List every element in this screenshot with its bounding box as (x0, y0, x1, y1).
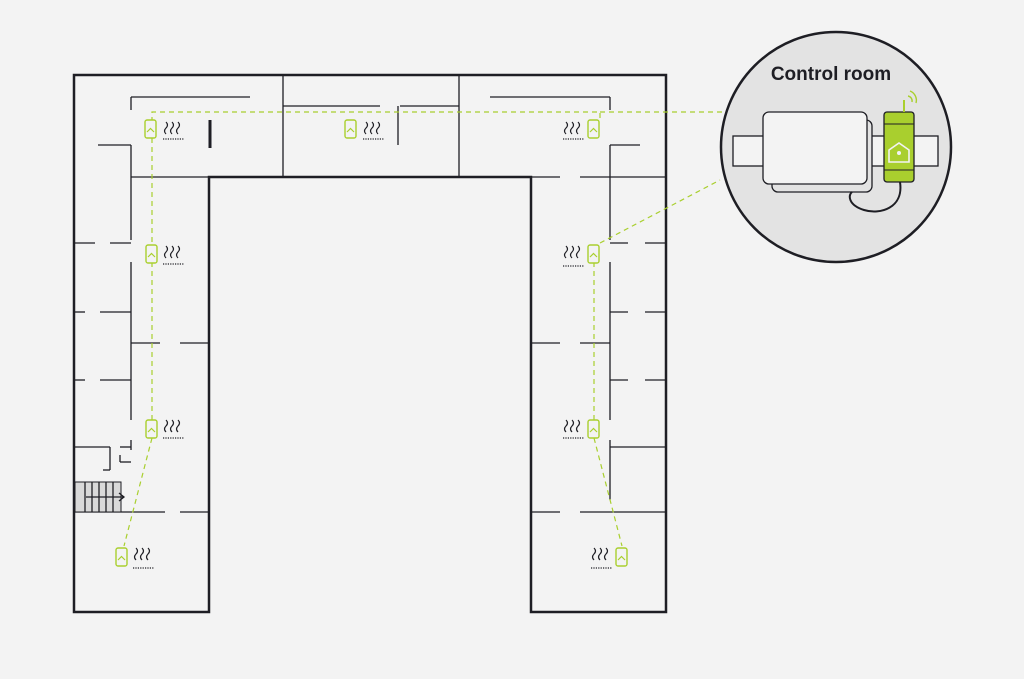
wireless-links (123, 111, 722, 547)
sensor-heater-room-bottom-left (115, 547, 154, 569)
sensor-heater-room-left-2 (145, 244, 184, 265)
heater-icon (163, 245, 184, 265)
sensor-heater-room-top-right (563, 119, 600, 140)
stairs-icon (74, 481, 126, 513)
heater-icon (133, 547, 154, 569)
heater-icon (163, 419, 184, 439)
heater-icon (591, 547, 612, 569)
heater-icon (563, 121, 584, 140)
sensor-heater-room-left-3 (145, 419, 184, 439)
control-room-title: Control room (770, 64, 892, 85)
heater-icon (163, 121, 184, 140)
control-room-callout (719, 30, 953, 264)
heater-icon (563, 419, 584, 439)
interior-walls (74, 75, 666, 513)
heater-icon (363, 121, 384, 140)
heater-icon (563, 245, 584, 267)
building-outer-wall (72, 73, 668, 614)
sensor-heater-room-bottom-right (591, 547, 628, 569)
sensor-heater-room-top-left (144, 119, 184, 140)
gateway-icon (883, 90, 918, 183)
sensor-heater-room-top-center (344, 119, 384, 140)
sensor-heater-room-right-2 (563, 244, 600, 267)
sensor-heater-room-right-3 (563, 419, 600, 439)
